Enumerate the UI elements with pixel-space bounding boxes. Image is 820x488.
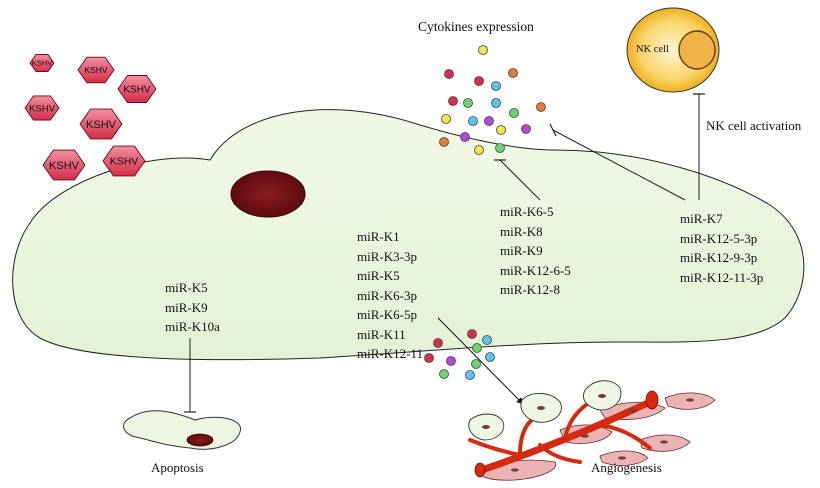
angio-dot [471,359,481,369]
nk-cell-nucleus [678,30,716,70]
mirna-list-apoptosis: miR-K5 miR-K9 miR-K10a [165,278,220,337]
kshv-label: KSHV [110,156,139,168]
mirna-item: miR-K5 [357,268,400,283]
cytokine-dot [509,108,519,118]
apoptotic-cell [123,410,241,450]
angio-dot [485,352,495,362]
kshv-label: KSHV [49,160,80,172]
kshv-label: KSHV [32,59,52,68]
kshv-virion [24,95,60,121]
mirna-item: miR-K3-3p [357,248,417,264]
mirna-item: miR-K6-3p [357,287,417,303]
cytokine-dot [474,76,484,86]
cytokine-dot [448,96,458,106]
angio-dot [446,356,456,366]
mirna-item: miR-K5 [165,280,208,295]
cytokine-dot [508,68,518,78]
mirna-item: miR-K1 [357,229,400,244]
kshv-virion [29,54,55,72]
kshv-label: KSHV [86,119,117,131]
mirna-item: miR-K7 [680,211,723,226]
mirna-list-angiogenesis: miR-K1 miR-K3-3p miR-K5 miR-K6-3p miR-K6… [357,227,423,364]
apoptotic-nucleus [186,433,214,447]
kshv-virion [77,56,115,84]
angiogenesis-label: Angiogenesis [591,460,662,475]
angiogenesis-arrow [437,317,524,405]
cytokine-dot [536,102,546,112]
angio-dot [439,369,449,379]
apoptosis-label: Apoptosis [151,460,204,475]
cytokine-dot [491,98,501,108]
vessel-group [468,380,716,481]
mirna-list-nk-cell: miR-K7 miR-K12-5-3p miR-K12-9-3p miR-K12… [680,209,763,287]
mirna-item: miR-K6-5p [357,307,417,322]
mirna-item: miR-K12-5-3p [680,230,758,246]
nucleus [230,170,306,218]
angio-dot [482,335,492,345]
mirna-item: miR-K11 [357,326,406,342]
cytokine-dot [521,124,531,134]
angio-dot [467,329,477,339]
cytokine-inhibition-bar-b [549,123,557,137]
mirna-item: miR-K12-11-3p [680,269,764,285]
cytokine-dot [468,116,478,126]
kshv-label: KSHV [84,65,107,75]
cytokine-inhibition-line-b [552,129,686,201]
host-cell [12,109,805,361]
mirna-item: miR-K9 [500,243,543,258]
cytokine-dot [491,81,501,91]
cytokine-dot [439,137,449,147]
kshv-virions: KSHV KSHV KSHV KSHV KSHV KSHV KSHV [24,54,157,181]
angio-dot [472,343,482,353]
angio-dot [433,338,443,348]
cytokines-title: Cytokines expression [418,19,534,34]
nk-activation-label: NK cell activation [706,118,802,133]
mirna-item: miR-K8 [500,223,543,239]
kshv-virion [42,149,86,181]
kshv-label: KSHV [123,85,151,96]
kshv-virion [102,145,146,177]
mirna-list-cytokines: miR-K6-5 miR-K8 miR-K9 miR-K12-6-5 miR-K… [500,202,571,300]
cytokine-dot [444,69,454,79]
angio-dot [465,370,475,380]
mirna-item: miR-K10a [165,319,220,334]
kshv-virion [79,108,123,140]
mirna-item: miR-K9 [165,299,208,315]
mirna-item: miR-K12-8 [500,282,560,297]
mirna-item: miR-K12-6-5 [500,262,571,278]
cytokine-dot [460,132,470,142]
mirna-item: miR-K12-9-3p [680,250,758,265]
cytokine-dot [496,125,506,135]
nk-cell [626,7,720,93]
mirna-item: miR-K12-11 [357,346,423,361]
kshv-virion [117,75,157,103]
cytokine-dot [478,45,488,55]
cytokine-inhibition-line-a [499,159,541,201]
cytokine-dot [474,145,484,155]
cytokine-dots [439,45,546,155]
cytokine-dot [484,116,494,126]
kshv-label: KSHV [29,103,56,114]
cytokine-dot [463,98,473,108]
cytokine-dot [441,114,451,124]
angio-dot [424,353,434,363]
cytokine-dot [495,143,505,153]
mirna-item: miR-K6-5 [500,204,554,219]
angiogenic-factor-dots [424,329,495,380]
nk-cell-label: NK cell [636,44,669,55]
